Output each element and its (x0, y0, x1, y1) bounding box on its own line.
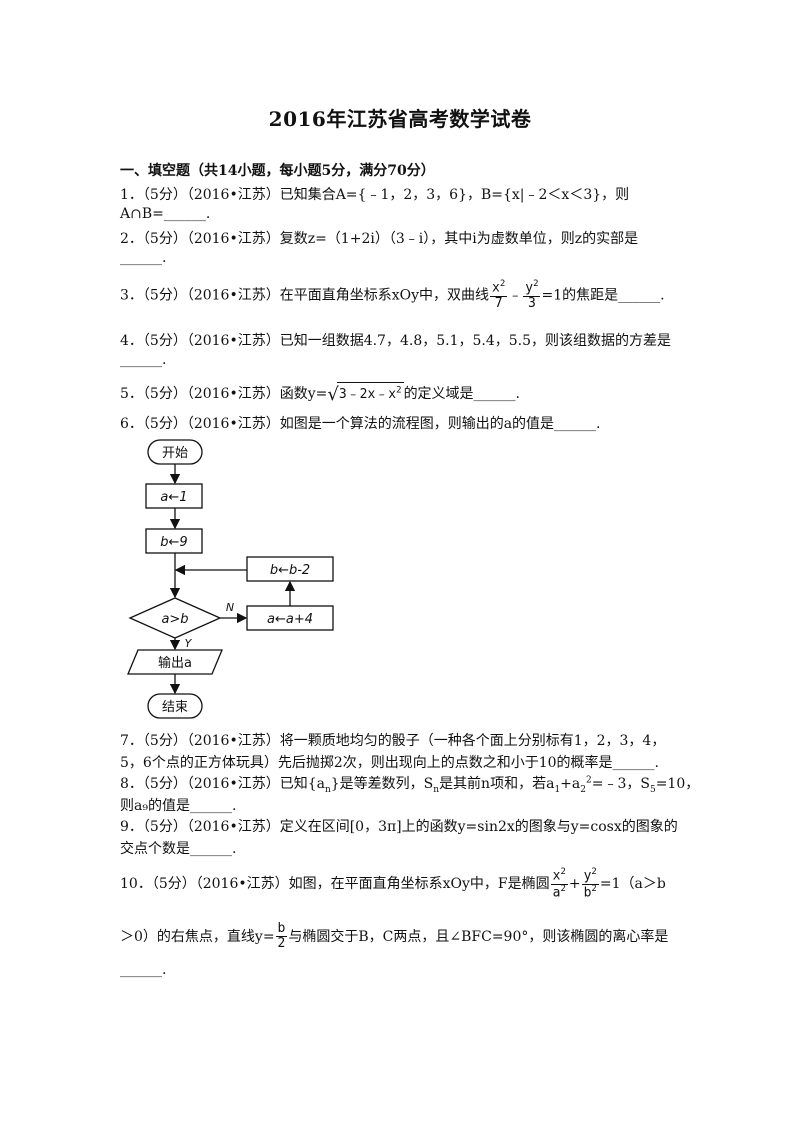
flow-end-label: 结束 (162, 700, 188, 715)
flow-output (127, 649, 223, 675)
question-1-line-2: A∩B=______. (120, 206, 211, 222)
page-title: 2016年江苏省高考数学试卷 (268, 107, 532, 131)
flow-start-label: 开始 (162, 446, 188, 461)
question-3-prefix: 3．（5分）（2016•江苏）在平面直角坐标系xOy中，双曲线 (120, 287, 489, 304)
flow-box-b2 (246, 556, 334, 582)
flowchart: 开始 a←1 b←9 a>b N Y a←a+4 b←b-2 输出a 结束 (127, 439, 334, 719)
flow-yes-label: Y (185, 637, 193, 650)
question-7-line-1: 7．（5分）（2016•江苏）将一颗质地均匀的骰子（一种各个面上分别标有1，2，… (120, 733, 666, 749)
flow-a1-label: a←1 (160, 490, 187, 505)
question-8-line-1: 8．（5分）（2016•江苏）已知{an}是等差数列，Sn是其前n项和，若a1+… (120, 775, 700, 795)
question-7-line-2: 5，6个点的正方体玩具）先后抛掷2次，则出现向上的点数之和小于10的概率是___… (120, 755, 659, 771)
question-6: 6．（5分）（2016•江苏）如图是一个算法的流程图，则输出的a的值是_____… (120, 416, 601, 432)
question-4-line-2: ______. (120, 352, 167, 368)
question-9-line-2: 交点个数是______. (120, 841, 237, 857)
flow-output-label: 输出a (158, 655, 192, 671)
flow-box-a1 (145, 483, 203, 509)
flow-no-label: N (226, 601, 234, 614)
question-8-line-2: 则a₉的值是______. (120, 798, 237, 814)
question-3-suffix: =1的焦距是______. (541, 287, 665, 304)
flow-condition-label: a>b (161, 612, 188, 627)
question-1-line-1: 1．（5分）（2016•江苏）已知集合A={﹣1，2，3，6}，B={x|﹣2＜… (120, 187, 630, 203)
question-9-line-1: 9．（5分）（2016•江苏）定义在区间[0，3π]上的函数y=sin2x的图象… (120, 819, 678, 835)
radicand: 3﹣2x﹣x2 (336, 382, 404, 402)
flow-a4-label: a←a+4 (267, 612, 313, 627)
question-2-line-1: 2．（5分）（2016•江苏）复数z=（1+2i）（3﹣i），其中i为虚数单位，… (120, 231, 639, 247)
question-5-suffix: 的定义域是______. (403, 386, 521, 402)
question-5-prefix: 5．（5分）（2016•江苏）函数y= (120, 386, 328, 402)
radical-sign-icon: √ (327, 384, 339, 405)
question-10-line-3: ______. (120, 962, 167, 978)
flow-b2-label: b←b-2 (270, 563, 310, 578)
question-2-line-2: ______. (120, 250, 167, 266)
flow-end-terminal (147, 693, 203, 719)
flow-box-b9 (145, 528, 203, 554)
flow-b9-label: b←9 (160, 535, 187, 550)
question-4-line-1: 4．（5分）（2016•江苏）已知一组数据4.7，4.8，5.1，5.4，5.5… (120, 333, 672, 349)
section-heading: 一、填空题（共14小题，每小题5分，满分70分） (120, 163, 435, 179)
